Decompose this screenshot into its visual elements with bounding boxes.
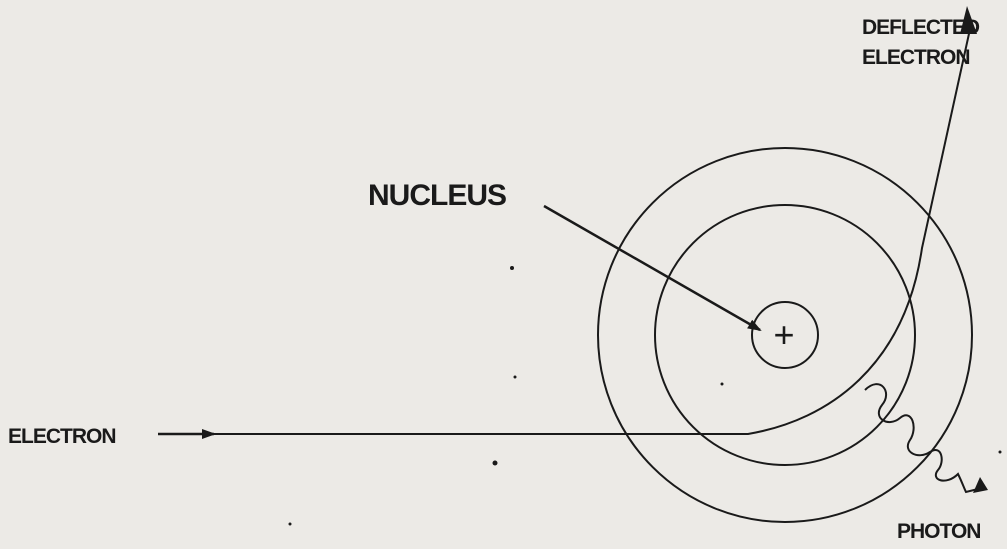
electron-label: ELECTRON <box>8 425 116 448</box>
speck <box>721 383 724 386</box>
speck <box>514 376 517 379</box>
speck <box>289 523 292 526</box>
nucleus-plus-symbol: + <box>773 314 794 355</box>
speck <box>493 461 498 466</box>
speck <box>510 266 514 270</box>
photon-wave <box>865 384 982 492</box>
deflected-electron-label-line1: DEFLECTED <box>862 16 980 39</box>
nucleus-pointer-arrow <box>544 206 760 330</box>
photon-arrowhead <box>973 477 988 493</box>
nucleus-label: NUCLEUS <box>368 179 506 212</box>
photon-label: PHOTON <box>897 520 980 543</box>
speck <box>999 451 1002 454</box>
deflected-electron-label-line2: ELECTRON <box>862 46 970 69</box>
